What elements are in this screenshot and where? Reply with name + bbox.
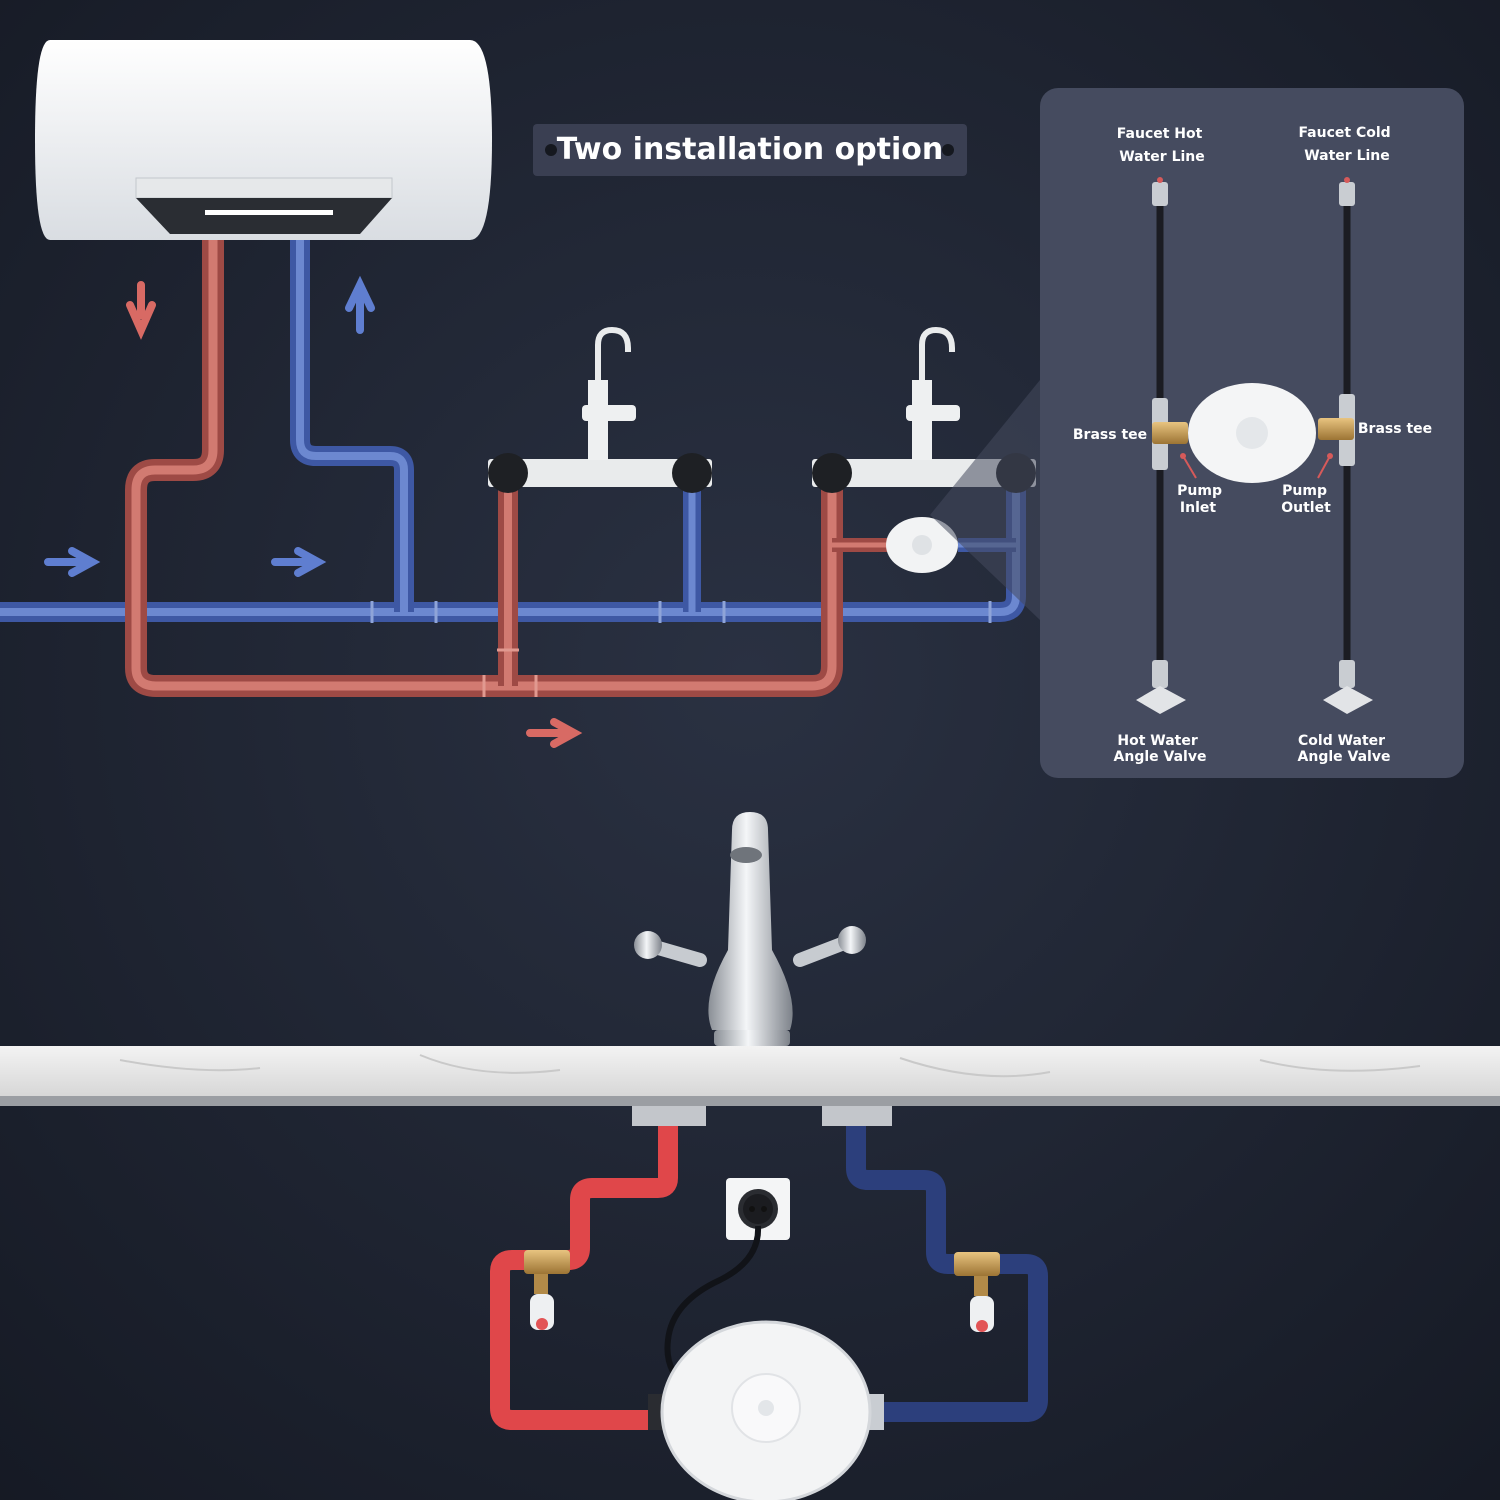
- cold-supply-connector: [822, 1106, 892, 1126]
- arrow-right-cold-1: [44, 547, 101, 577]
- hot-angle-valve-icon: [1136, 686, 1186, 714]
- arrow-right-hot: [526, 718, 583, 748]
- brass-tee-right-icon: [1318, 418, 1354, 440]
- brass-tee-left-icon: [1152, 422, 1188, 444]
- hot-hose: [490, 1126, 678, 1430]
- arrow-down-hot: [126, 281, 156, 340]
- circulation-pump-icon: [886, 517, 958, 573]
- hot-water-loop-pipe: [125, 240, 843, 697]
- marble-countertop: [0, 1046, 1500, 1106]
- label-faucet-hot-line: Faucet Hot Water Line: [1117, 126, 1207, 165]
- hot-couplings: [482, 648, 538, 697]
- arrow-right-cold-2: [271, 547, 327, 577]
- label-brass-tee-right: Brass tee: [1358, 421, 1432, 437]
- label-brass-tee-left: Brass tee: [1073, 427, 1147, 443]
- faucet-icon: [634, 812, 866, 1046]
- top-faucet-1: [488, 326, 712, 493]
- label-pump-outlet: Pump Outlet: [1281, 483, 1332, 516]
- label-faucet-cold-line: Faucet Cold Water Line: [1298, 125, 1395, 164]
- banner-title: Two installation option: [557, 132, 944, 167]
- under-sink-hoses: [490, 1126, 1048, 1430]
- label-pump-inlet: Pump Inlet: [1177, 483, 1227, 516]
- detail-pump-icon: [1188, 383, 1316, 483]
- pump-power-cord: [664, 1225, 762, 1393]
- cold-hose: [846, 1126, 1048, 1422]
- detail-panel: Faucet Hot Water Line Faucet Cold Water …: [1040, 88, 1464, 778]
- flow-arrow-icon: [44, 275, 583, 748]
- pipe-couplings: [370, 601, 992, 623]
- cold-angle-valve-icon: [1323, 686, 1373, 714]
- hot-supply-connector: [632, 1106, 706, 1126]
- cold-supply-to-heater-pipe: [290, 240, 414, 612]
- water-heater-icon: [35, 40, 492, 240]
- banner: Two installation option: [533, 124, 967, 176]
- power-outlet-icon: [726, 1178, 790, 1240]
- label-cold-angle-valve: Cold Water Angle Valve: [1298, 733, 1391, 765]
- callout-beam: [930, 380, 1040, 620]
- circulation-pump-icon: [648, 1320, 884, 1500]
- arrow-up-cold: [345, 275, 375, 334]
- under-sink-tees: [524, 1250, 1000, 1332]
- label-hot-angle-valve: Hot Water Angle Valve: [1114, 733, 1207, 765]
